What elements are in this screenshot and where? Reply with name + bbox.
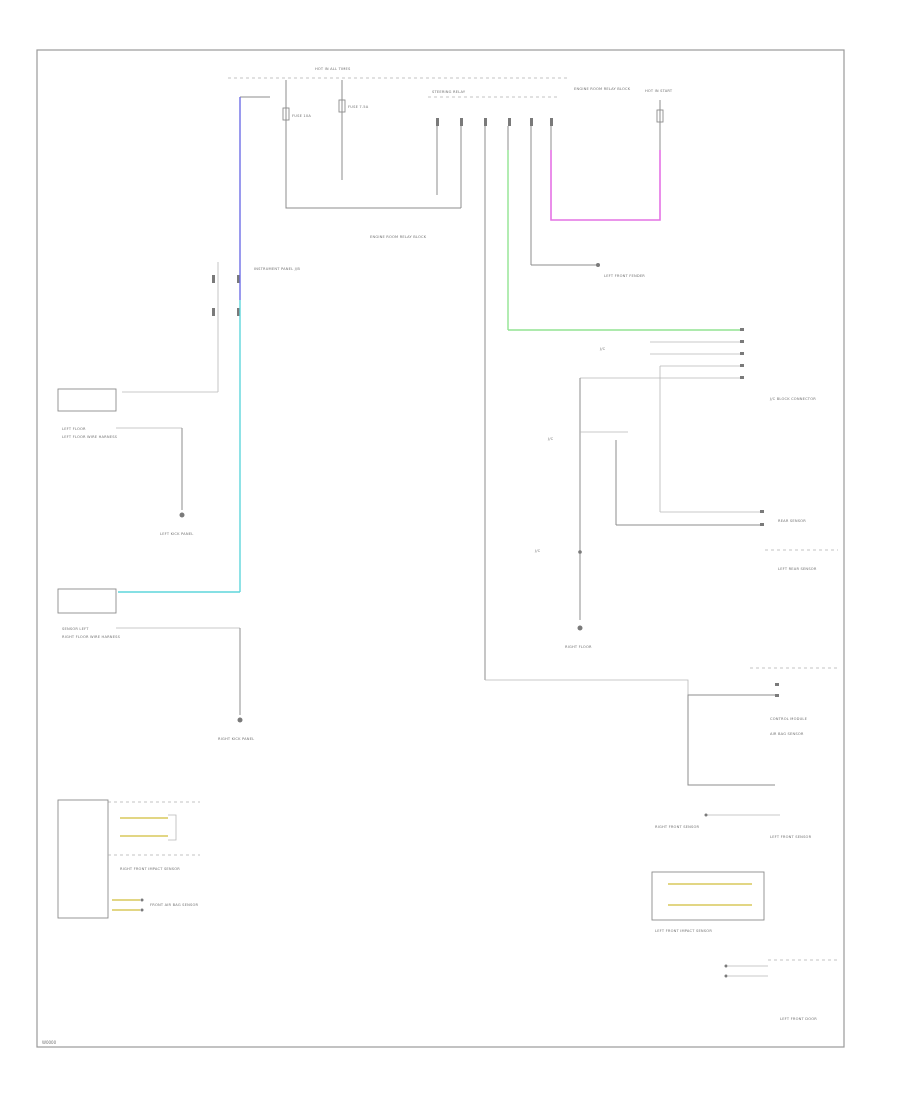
lj-pin-1 xyxy=(212,275,215,283)
label-junction-j1: J/C xyxy=(599,347,606,351)
label-ground-right-top: LEFT FRONT FENDER xyxy=(604,274,645,278)
ground-right-top xyxy=(596,263,600,267)
bottom-left-module xyxy=(57,799,109,919)
ground-right-mid xyxy=(577,625,583,631)
control-pin-2 xyxy=(775,694,779,697)
rc-pin-5 xyxy=(740,376,744,379)
br-pin-b xyxy=(724,974,728,978)
label-rear-sensor-2: LEFT REAR SENSOR xyxy=(778,567,817,571)
junction-j3-dot xyxy=(578,550,582,554)
label-control-right: CONTROL MODULE xyxy=(770,717,808,721)
relay-pin-4 xyxy=(508,118,511,126)
fuse-bus xyxy=(285,170,461,209)
label-sensor-right-bottom: RIGHT FRONT SENSOR xyxy=(655,825,700,829)
label-left-module-2: LEFT FLOOR WIRE HARNESS xyxy=(62,435,118,439)
label-module-bottom-left: RIGHT FRONT IMPACT SENSOR xyxy=(120,867,180,871)
ground-left-b xyxy=(237,717,243,723)
label-engine-block-side: ENGINE ROOM RELAY BLOCK xyxy=(574,87,631,91)
ground-left xyxy=(179,512,185,518)
fuse-mid xyxy=(338,99,346,113)
label-left-module-b: SENSOR LEFT xyxy=(62,627,89,631)
label-sensor-right-bottom-2: LEFT FRONT SENSOR xyxy=(770,835,812,839)
label-left-ground-b: RIGHT KICK PANEL xyxy=(218,737,254,741)
rear-sensor-pin-1 xyxy=(760,510,764,513)
label-left-ground: LEFT KICK PANEL xyxy=(160,532,193,536)
rear-sensor-pin-2 xyxy=(760,523,764,526)
rc-pin-4 xyxy=(740,364,744,367)
label-right-ground-mid: RIGHT FLOOR xyxy=(565,645,592,649)
relay-pin-3 xyxy=(484,118,487,126)
left-module-a xyxy=(57,388,117,412)
bl-pin-b xyxy=(140,908,144,912)
wire-magenta-loop xyxy=(550,150,661,221)
right-fuse xyxy=(656,109,664,123)
label-junction-j3: J/C xyxy=(534,549,541,553)
label-junction-j2: J/C xyxy=(547,437,554,441)
label-left-module-b2: RIGHT FLOOR WIRE HARNESS xyxy=(62,635,121,639)
rc-pin-2 xyxy=(740,340,744,343)
right-bottom-pin xyxy=(704,813,708,817)
rc-pin-3 xyxy=(740,352,744,355)
wire-to-control xyxy=(485,679,689,695)
label-right-fuse: HOT IN START xyxy=(645,89,673,93)
rc-pin-1 xyxy=(740,328,744,331)
label-module-bottom-right-2: LEFT FRONT DOOR xyxy=(780,1017,817,1021)
label-relay-block: STEERING RELAY xyxy=(432,90,466,94)
br-pin-a xyxy=(724,964,728,968)
label-engine-block: ENGINE ROOM RELAY BLOCK xyxy=(370,235,427,239)
label-module-bottom-right: LEFT FRONT IMPACT SENSOR xyxy=(655,929,712,933)
label-rear-sensor: REAR SENSOR xyxy=(778,519,806,523)
left-junction-pins xyxy=(212,275,240,316)
lj-pin-4 xyxy=(237,308,240,316)
label-left-module: LEFT FLOOR xyxy=(62,427,86,431)
right-connector-pins xyxy=(740,328,744,379)
bottom-right-module xyxy=(651,871,765,921)
relay-pin-5 xyxy=(530,118,533,126)
control-pin-1 xyxy=(775,683,779,686)
bl-pin-a xyxy=(140,898,144,902)
bl-wire-bracket xyxy=(168,814,177,841)
label-top-fuse: HOT IN ALL TIMES xyxy=(315,67,351,71)
label-fuse-mid: FUSE 7.5A xyxy=(348,105,369,109)
label-control-right-2: AIR BAG SENSOR xyxy=(770,732,804,736)
label-module-bottom-left-2: FRONT AIR BAG SENSOR xyxy=(150,903,199,907)
fuse-left xyxy=(282,107,290,121)
diagram-frame xyxy=(36,49,845,1048)
label-connector-right: J/C BLOCK CONNECTOR xyxy=(769,397,816,401)
label-left-junction: INSTRUMENT PANEL J/B xyxy=(254,267,300,271)
lj-pin-2 xyxy=(237,275,240,283)
control-loop xyxy=(687,694,775,786)
relay-pins xyxy=(436,118,553,126)
label-fuse-left: FUSE 10A xyxy=(292,114,311,118)
relay-pin-1 xyxy=(436,118,439,126)
footer-code: W0000 xyxy=(42,1040,57,1045)
left-module-b xyxy=(57,588,117,614)
relay-pin-6 xyxy=(550,118,553,126)
lj-pin-3 xyxy=(212,308,215,316)
relay-pin-2 xyxy=(460,118,463,126)
